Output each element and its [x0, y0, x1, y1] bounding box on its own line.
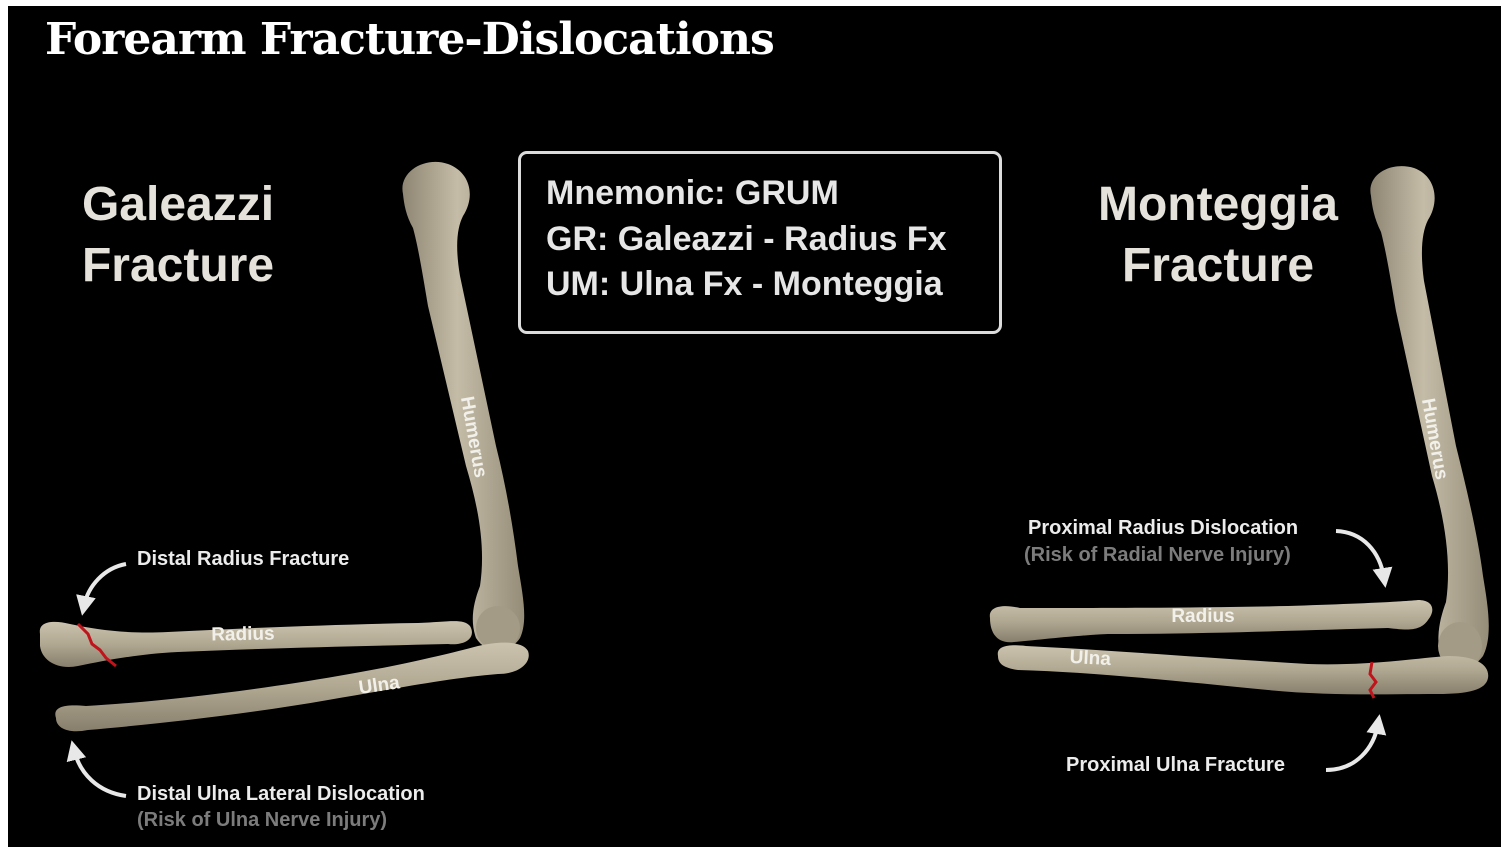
slide-title: Forearm Fracture-Dislocations	[45, 14, 774, 65]
monteggia-fracture-arrow	[1326, 724, 1378, 770]
anatomy-illustration: Humerus Humerus Radius Ulna Radius Ulna	[8, 6, 1501, 847]
monteggia-fracture-label: Proximal Ulna Fracture	[1066, 754, 1285, 777]
galeazzi-fracture-label: Distal Radius Fracture	[137, 548, 349, 571]
galeazzi-radius-label: Radius	[211, 623, 275, 645]
mnemonic-box: Mnemonic: GRUM GR: Galeazzi - Radius Fx …	[518, 151, 1002, 334]
monteggia-dislocation-arrow	[1336, 531, 1384, 578]
galeazzi-ulna-label: Ulna	[357, 672, 401, 699]
monteggia-radius-label: Radius	[1171, 606, 1234, 627]
monteggia-heading: Monteggia Fracture	[1083, 174, 1353, 296]
mnemonic-line-3: UM: Ulna Fx - Monteggia	[546, 265, 943, 304]
monteggia-heading-line1: Monteggia	[1083, 174, 1353, 235]
monteggia-ulna-label: Ulna	[1069, 647, 1112, 670]
galeazzi-dislocation-risk: (Risk of Ulna Nerve Injury)	[137, 809, 387, 832]
galeazzi-dislocation-arrow	[74, 750, 126, 796]
galeazzi-fracture-arrow	[84, 564, 126, 606]
monteggia-dislocation-label: Proximal Radius Dislocation	[1028, 517, 1298, 540]
galeazzi-heading-line2: Fracture	[63, 235, 293, 296]
mnemonic-line-1: Mnemonic: GRUM	[546, 174, 839, 213]
galeazzi-dislocation-label: Distal Ulna Lateral Dislocation	[137, 783, 425, 806]
galeazzi-heading: Galeazzi Fracture	[63, 174, 293, 296]
monteggia-heading-line2: Fracture	[1083, 235, 1353, 296]
galeazzi-heading-line1: Galeazzi	[63, 174, 293, 235]
mnemonic-line-2: GR: Galeazzi - Radius Fx	[546, 220, 947, 259]
monteggia-dislocation-risk: (Risk of Radial Nerve Injury)	[1024, 544, 1291, 567]
slide: Humerus Humerus Radius Ulna Radius Ulna …	[8, 6, 1501, 847]
